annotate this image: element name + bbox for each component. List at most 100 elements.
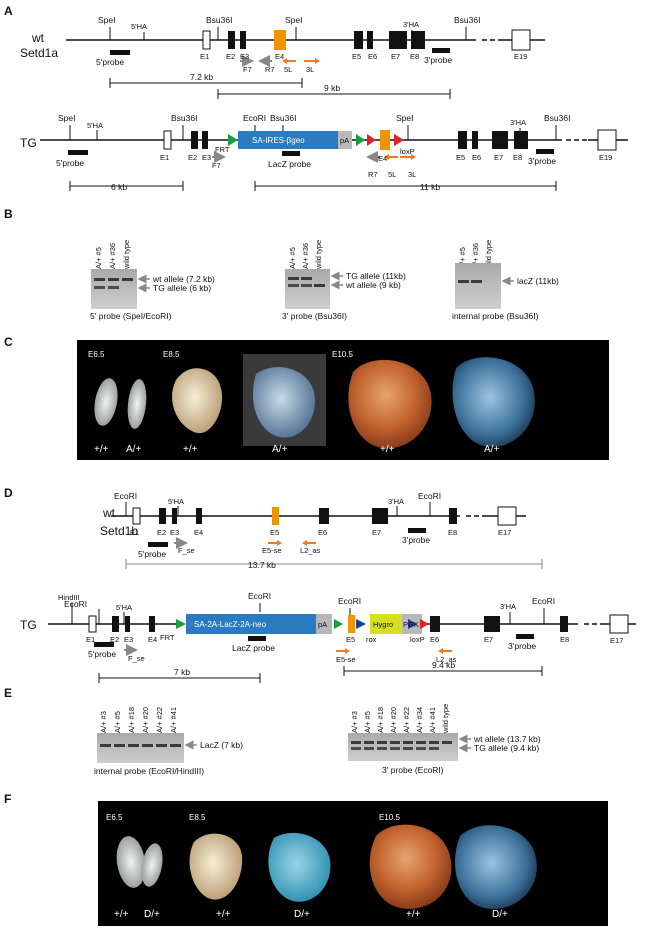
site-label: Bsu36I: [454, 15, 480, 25]
embryo-panel-c: E6.5 E8.5 E10.5 +/+ A/+ +/+ A/+ +/+ A/+: [77, 340, 609, 460]
exon-label: E6: [368, 52, 377, 61]
genotype-label: D/+: [144, 909, 160, 920]
genotype-label: A/+: [126, 444, 141, 455]
exon-label: E17: [498, 528, 511, 537]
exon-label: E5: [270, 528, 279, 537]
setd1a-wt-site-labels: SpeI 5'HA Bsu36I SpeI 3'HA Bsu36I: [98, 15, 480, 31]
exon-label: E3: [170, 528, 179, 537]
panel-label-e: E: [4, 686, 12, 700]
blot-caption: 3' probe (EcoRI): [382, 765, 444, 775]
site-label: 3'HA: [510, 118, 526, 127]
loxp-label: loxP: [400, 147, 415, 156]
exon-label: E6: [472, 153, 481, 162]
exon-label: E1: [160, 153, 169, 162]
band-label: lacZ (11kb): [517, 276, 559, 286]
pa-label: pA: [340, 136, 349, 145]
primer-label: R7: [368, 170, 378, 179]
lane-label: A/+ #3: [99, 711, 108, 733]
exon-label: E6: [430, 635, 439, 644]
probe-label: LacZ probe: [268, 159, 311, 169]
genotype-label: A/+: [484, 444, 499, 455]
exon-label: E7: [494, 153, 503, 162]
genotype-label: D/+: [294, 909, 310, 920]
panel-label-b: B: [4, 207, 13, 221]
lane-label: A/+ #5: [363, 711, 372, 733]
band-label: wt allele (9 kb): [345, 280, 401, 290]
site-label: SpeI: [396, 113, 414, 123]
exon-label: E8: [410, 52, 419, 61]
pa-label: pA: [318, 620, 327, 629]
primer-label: E5-se: [262, 546, 282, 555]
site-label: Bsu36I: [270, 113, 296, 123]
lane-label: wild type: [441, 704, 450, 734]
genotype-label: D/+: [492, 909, 508, 920]
probe-label: 5'probe: [88, 649, 116, 659]
site-label: 5'HA: [131, 22, 147, 31]
blot-caption: 3' probe (Bsu36I): [282, 311, 347, 321]
exon-label: E1: [130, 528, 139, 537]
blot-caption: internal probe (Bsu36I): [452, 311, 539, 321]
hygro-label: Hygro: [373, 620, 393, 629]
site-label: EcoRI: [114, 491, 137, 501]
panel-label-c: C: [4, 335, 13, 349]
site-label: Bsu36I: [544, 113, 570, 123]
genotype-label: A/+: [272, 444, 287, 455]
exon-label: E19: [514, 52, 527, 61]
primer-label: E5-se: [336, 655, 356, 664]
exon-label: E2: [157, 528, 166, 537]
blot-caption: 5' probe (SpeI/EcoRI): [90, 311, 172, 321]
lane-label: A/+ #5: [94, 247, 103, 269]
site-label: Bsu36I: [206, 15, 232, 25]
lane-label: A/+ #41: [428, 707, 437, 733]
genotype-label: +/+: [406, 909, 421, 920]
primer-label: L2_as: [436, 655, 457, 664]
exon-label: E4: [275, 52, 284, 61]
primer-label: 3L: [408, 170, 416, 179]
primer-label: 5L: [388, 170, 396, 179]
primer-label: F7: [212, 161, 221, 170]
site-label: EcoRI: [418, 491, 441, 501]
lane-label: A/+ #34: [415, 707, 424, 733]
setd1b-wt-map: [111, 502, 543, 569]
site-label: 5'HA: [87, 121, 103, 130]
blot-e2: A/+ #3 A/+ #5 A/+ #18 A/+ #20 A/+ #22 A/…: [348, 704, 541, 775]
lane-label: wild type: [122, 240, 131, 270]
exon-label: E7: [484, 635, 493, 644]
setd1b-wt-label: wt: [102, 506, 116, 520]
lane-label: A/+ #20: [141, 707, 150, 733]
lane-label: A/+ #36: [471, 243, 480, 269]
exon-label: E4: [194, 528, 203, 537]
primer-label: R7: [265, 65, 275, 74]
site-label: SpeI: [98, 15, 116, 25]
blot-b3: A/+ #5 A/+ #36 wild type lacZ (11kb) int…: [452, 240, 559, 321]
fragment-label: 9.4 kb: [432, 660, 455, 670]
blot-b1: A/+ #5 A/+ #36 wild type wt allele (7.2 …: [90, 240, 215, 321]
fragment-label: 6 kb: [111, 182, 127, 192]
band-label: wt allele (13.7 kb): [473, 734, 541, 744]
exon-label: E3: [202, 153, 211, 162]
blot-e1: A/+ #3 A/+ #5 A/+ #18 A/+ #20 A/+ #22 A/…: [94, 707, 243, 776]
lane-label: wild type: [484, 240, 493, 270]
frt-label: FRT: [160, 633, 175, 642]
exon-label: E1: [200, 52, 209, 61]
exon-label: E17: [610, 636, 623, 645]
exon-label: E5: [352, 52, 361, 61]
site-label: SpeI: [58, 113, 76, 123]
fragment-label: 7 kb: [174, 667, 190, 677]
primer-label: 5L: [284, 65, 292, 74]
cassette-label: SA-IRES-βgeo: [252, 136, 305, 145]
fragment-label: 11 kb: [420, 182, 440, 192]
stage-label: E6.5: [88, 350, 105, 359]
genotype-label: +/+: [183, 444, 198, 455]
primer-label: L2_as: [300, 546, 321, 555]
exon-label: E5: [456, 153, 465, 162]
lane-label: A/+ #36: [108, 243, 117, 269]
exon-label: E7: [372, 528, 381, 537]
band-label: wt allele (7.2 kb): [152, 274, 215, 284]
site-label: 5'HA: [168, 497, 184, 506]
exon-label: E8: [560, 635, 569, 644]
setd1a-gene-label: Setd1a: [20, 46, 58, 60]
exon-label: E1: [86, 635, 95, 644]
site-label: EcoRI: [248, 591, 271, 601]
